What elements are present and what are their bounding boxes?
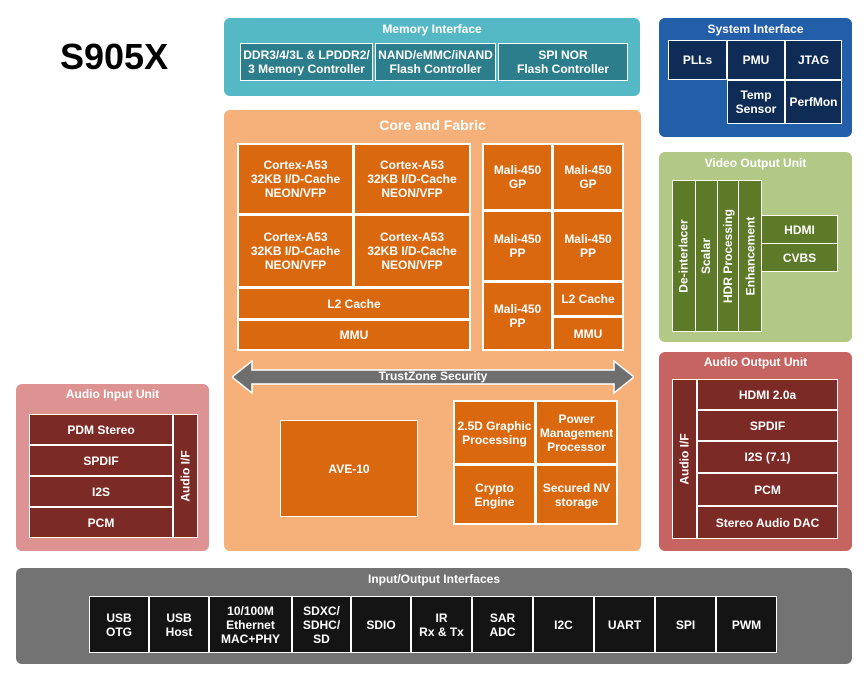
trustzone-label: TrustZone Security (378, 369, 488, 383)
core-fabric-title: Core and Fabric (379, 117, 486, 133)
pdm-stereo-input: PDM Stereo (29, 414, 173, 445)
video-output-panel: Video Output Unit De-interlacer Scalar H… (659, 152, 852, 342)
deinterlacer-label: De-interlacer (677, 219, 691, 293)
gpu-l2-cache: L2 Cache (553, 282, 623, 316)
io-interfaces-panel: Input/Output Interfaces USB OTG USB Host… (16, 568, 852, 664)
crypto-engine-block: Crypto Engine (454, 465, 535, 524)
audio-output-panel: Audio Output Unit Audio I/F HDMI 2.0a SP… (659, 352, 852, 551)
audio-input-interface-label: Audio I/F (178, 450, 193, 502)
sdxc-sdhc-sd: SDXC/ SDHC/ SD (292, 596, 351, 653)
ethernet-mac-phy: 10/100M Ethernet MAC+PHY (209, 596, 292, 653)
hdmi-2-0a-audio: HDMI 2.0a (697, 379, 838, 410)
cortex-a53-core-4: Cortex-A53 32KB I/D-Cache NEON/VFP (354, 215, 470, 287)
pmu-block: PMU (727, 40, 785, 80)
power-management-processor: Power Management Processor (536, 401, 617, 464)
enhancement-label: Enhancement (743, 216, 757, 296)
i2s-input: I2S (29, 476, 173, 507)
audio-output-interface: Audio I/F (672, 379, 697, 539)
audio-input-interface: Audio I/F (173, 414, 198, 538)
spi-nor-flash-controller: SPI NOR Flash Controller (498, 43, 628, 81)
cpu-mmu: MMU (238, 320, 470, 350)
temp-sensor-block: Temp Sensor (727, 80, 785, 124)
chip-title: S905X (60, 36, 169, 77)
cortex-a53-core-1: Cortex-A53 32KB I/D-Cache NEON/VFP (238, 144, 353, 214)
audio-output-interface-label: Audio I/F (677, 433, 692, 485)
pwm: PWM (716, 596, 777, 653)
nand-flash-controller: NAND/eMMC/iNAND Flash Controller (375, 43, 496, 81)
usb-host: USB Host (149, 596, 209, 653)
hdr-processing-label: HDR Processing (721, 208, 735, 304)
spdif-output: SPDIF (697, 410, 838, 441)
usb-otg: USB OTG (89, 596, 149, 653)
memory-interface-panel: Memory Interface DDR3/4/3L & LPDDR2/ 3 M… (224, 18, 640, 96)
perfmon-block: PerfMon (785, 80, 842, 124)
hdmi-output-block: HDMI (761, 215, 838, 244)
ir-rx-tx: IR Rx & Tx (411, 596, 472, 653)
enhancement-block: Enhancement (738, 180, 762, 332)
i2c: I2C (533, 596, 594, 653)
mali-450-pp-1: Mali-450 PP (483, 211, 552, 281)
graphic-processing-block: 2.5D Graphic Processing (454, 401, 535, 464)
audio-input-panel: Audio Input Unit PDM Stereo SPDIF I2S PC… (16, 384, 209, 551)
deinterlacer-block: De-interlacer (672, 180, 696, 332)
spi: SPI (655, 596, 716, 653)
system-interface-title: System Interface (707, 22, 804, 36)
hdr-processing-block: HDR Processing (717, 180, 739, 332)
pll-block: PLLs (668, 40, 727, 80)
pcm-input: PCM (29, 507, 173, 538)
sar-adc: SAR ADC (472, 596, 533, 653)
gpu-mmu: MMU (553, 317, 623, 350)
video-output-title: Video Output Unit (704, 156, 807, 170)
scalar-block: Scalar (695, 180, 718, 332)
trustzone-arrow (232, 360, 634, 394)
cvbs-output-block: CVBS (761, 243, 838, 272)
mali-450-pp-2: Mali-450 PP (553, 211, 623, 281)
ave-10-block: AVE-10 (280, 420, 418, 517)
io-interfaces-title: Input/Output Interfaces (368, 572, 500, 586)
uart: UART (594, 596, 655, 653)
secured-nv-storage: Secured NV storage (536, 465, 617, 524)
sdio: SDIO (351, 596, 411, 653)
memory-interface-title: Memory Interface (382, 22, 482, 36)
cpu-l2-cache: L2 Cache (238, 288, 470, 319)
system-interface-panel: System Interface PLLs PMU JTAG Temp Sens… (659, 18, 852, 137)
audio-input-title: Audio Input Unit (65, 387, 160, 401)
jtag-block: JTAG (785, 40, 842, 80)
audio-output-title: Audio Output Unit (703, 355, 808, 369)
stereo-audio-dac: Stereo Audio DAC (697, 506, 838, 539)
mali-450-gp-2: Mali-450 GP (553, 144, 623, 210)
mali-450-gp-1: Mali-450 GP (483, 144, 552, 210)
scalar-label: Scalar (699, 237, 714, 275)
spdif-input: SPDIF (29, 445, 173, 476)
ddr-memory-controller: DDR3/4/3L & LPDDR2/ 3 Memory Controller (240, 43, 373, 81)
pcm-output: PCM (697, 473, 838, 506)
cortex-a53-core-2: Cortex-A53 32KB I/D-Cache NEON/VFP (354, 144, 470, 214)
mali-450-pp-3: Mali-450 PP (483, 282, 552, 350)
cortex-a53-core-3: Cortex-A53 32KB I/D-Cache NEON/VFP (238, 215, 353, 287)
i2s-7-1-output: I2S (7.1) (697, 441, 838, 473)
core-fabric-panel: Core and Fabric Cortex-A53 32KB I/D-Cach… (224, 110, 641, 551)
